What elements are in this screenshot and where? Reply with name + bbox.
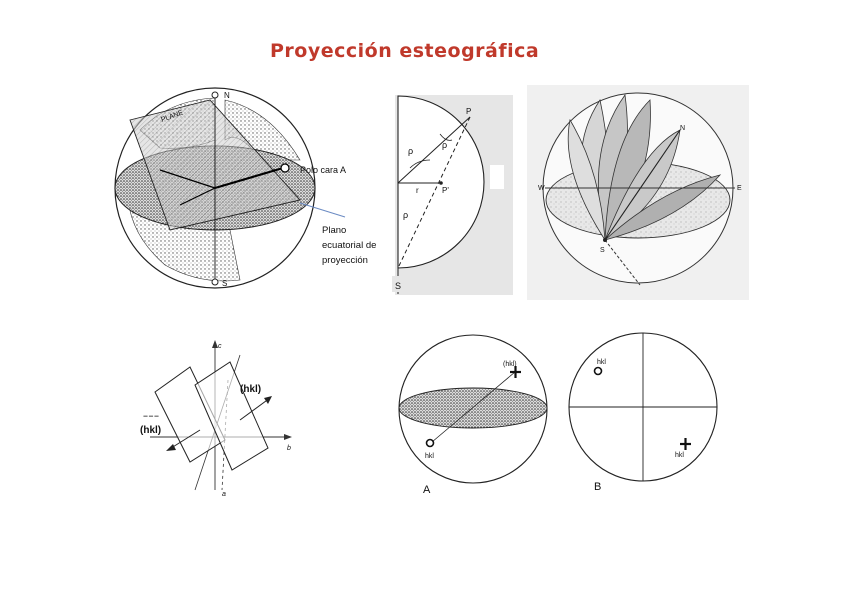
- figure-crystal-planes: c b a (hkl) ‾ ‾ ‾ (hkl): [140, 340, 292, 498]
- figure-stereogram-b: hkl hkl B: [569, 333, 717, 493]
- hkl-top-a: (hkl): [503, 361, 517, 368]
- c-label: c: [218, 343, 222, 350]
- north-pole-marker: [212, 92, 218, 98]
- hkl-label: (hkl): [240, 384, 261, 395]
- rho-label-3: ρ: [403, 210, 408, 220]
- south-pole-marker: [212, 279, 218, 285]
- figure-globe-pole: N S PLANE Polo cara A Plano ecuatorial d…: [115, 88, 376, 288]
- a-label: a: [222, 491, 226, 498]
- rho-label-2: ρ: [408, 146, 413, 156]
- p-prime-label: P': [442, 186, 449, 195]
- plane-label-line1: Plano: [322, 225, 346, 236]
- rho-label: ρ: [442, 140, 447, 150]
- pole-label: Polo cara A: [300, 165, 346, 175]
- pole-point: [281, 164, 289, 172]
- hkl-bar-label: (hkl): [140, 425, 161, 436]
- caption-a: A: [423, 484, 431, 496]
- figure-sphere-a: (hkl) hkl A: [399, 335, 547, 496]
- s-label-3: S: [600, 247, 605, 254]
- hkl-bottom-a: hkl: [425, 453, 434, 460]
- w-label-3: W: [538, 185, 545, 192]
- circle-marker: [427, 440, 434, 447]
- e-label-3: E: [737, 185, 742, 192]
- caption-b: B: [594, 481, 601, 493]
- n-label-3: N: [680, 125, 685, 132]
- bar-mark: ‾ ‾ ‾: [143, 415, 159, 425]
- r-label: r: [416, 186, 419, 195]
- figure-petals: N S W E: [527, 85, 749, 300]
- plane-label-line2: ecuatorial de: [322, 240, 376, 251]
- p-label: P: [466, 107, 471, 116]
- hkl-top-b: hkl: [597, 359, 606, 366]
- plane-label-line3: proyección: [322, 255, 368, 266]
- hkl-bottom-b: hkl: [675, 452, 684, 459]
- south-label: S: [222, 279, 227, 288]
- s-label: S: [395, 281, 401, 291]
- sphere-a-plane: [399, 388, 547, 428]
- north-label: N: [224, 91, 230, 100]
- b-label: b: [287, 445, 291, 452]
- circle-marker-b: [595, 368, 602, 375]
- figure-construction: P P' ρ ρ ρ r S: [392, 95, 513, 295]
